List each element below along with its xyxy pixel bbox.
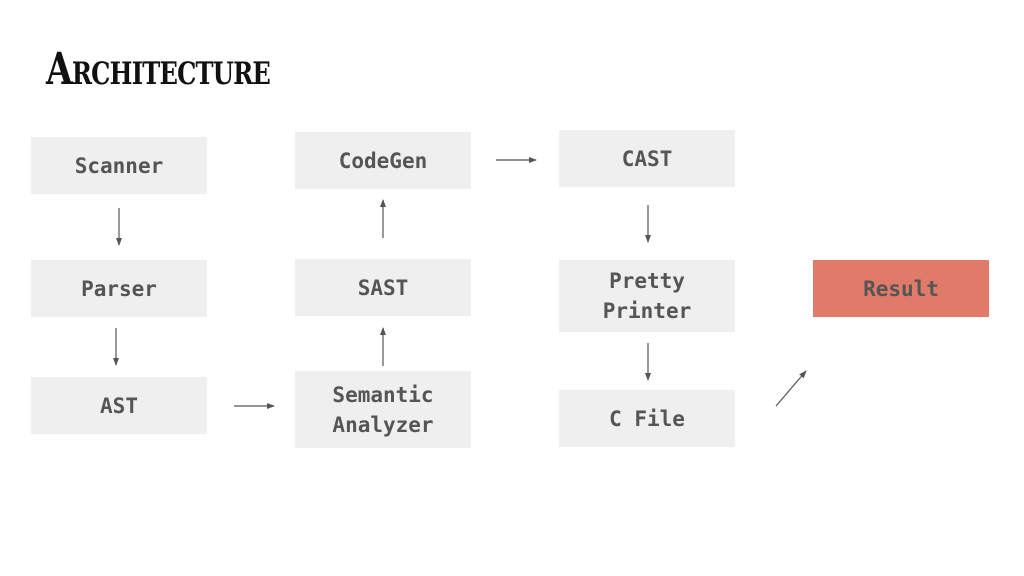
node-codegen: CodeGen <box>295 132 471 189</box>
node-scanner: Scanner <box>31 137 207 194</box>
arrow-cfile-result <box>775 370 807 407</box>
node-pretty-printer: Pretty Printer <box>559 260 735 332</box>
node-ast: AST <box>31 377 207 434</box>
slide-title: Architecture <box>46 44 271 95</box>
node-semantic-analyzer: Semantic Analyzer <box>295 371 471 448</box>
node-result: Result <box>813 260 989 317</box>
node-parser: Parser <box>31 260 207 317</box>
node-c-file: C File <box>559 390 735 447</box>
node-cast: CAST <box>559 130 735 187</box>
node-sast: SAST <box>295 259 471 316</box>
